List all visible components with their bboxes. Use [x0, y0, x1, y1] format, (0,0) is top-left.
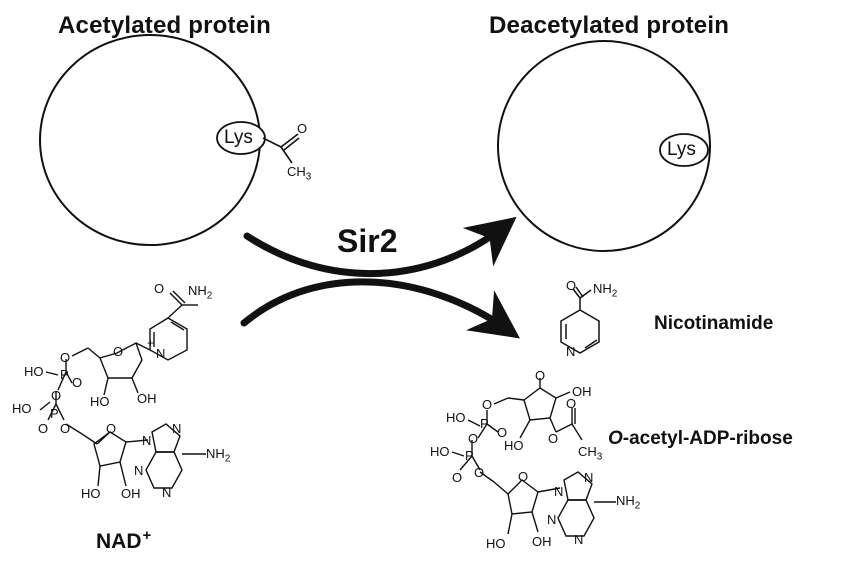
lys-oval-acetylated [216, 121, 266, 155]
nicotinamide-structure [560, 286, 600, 354]
nad-ring1-o: O [113, 344, 124, 359]
nad-adenine-n-c: N [134, 463, 144, 478]
nad-p1-p: P [60, 367, 69, 382]
acetyl-methyl-label: CH3 [287, 164, 312, 183]
nad-adenine-n-b: N [172, 421, 182, 436]
oaadpr-bridge-o1: O [482, 397, 493, 412]
deacetylated-protein-circle [497, 40, 711, 252]
nicotinamide-nh2: NH2 [593, 281, 618, 300]
oaadpr-structure [451, 378, 616, 537]
nad-adenine-n-d: N [162, 485, 172, 500]
upper-reaction-arrow [243, 216, 517, 277]
oaadpr-bridge-o2: O [468, 431, 479, 446]
oaadpr-anomeric-oh: OH [572, 384, 592, 399]
oaadpr-label: O-acetyl-ADP-ribose [608, 428, 793, 449]
nicotinamide-carbonyl-o: O [566, 278, 577, 293]
oaadpr-p1-ho: HO [446, 410, 466, 425]
nad-label: NAD+ [96, 527, 152, 553]
oaadpr-ho-a: HO [486, 536, 506, 551]
nad-bridge-o1: O [60, 350, 71, 365]
nad-amide-o: O [154, 281, 165, 296]
lys-label-acetylated: Lys [224, 127, 253, 148]
nad-bridge-o3: O [60, 421, 71, 436]
nad-pyridinium-n: N [156, 346, 166, 361]
lys-oval-deacetylated [659, 133, 709, 167]
nad-adenine-nh2: NH2 [206, 446, 231, 465]
oaadpr-p1-p: P [480, 416, 489, 431]
nad-p1-o: O [72, 375, 83, 390]
nad-p1-ho: HO [24, 364, 44, 379]
oaadpr-methyl: CH3 [578, 444, 603, 463]
nad-adenine-n-a: N [142, 433, 152, 448]
oaadpr-ester-o: O [548, 431, 559, 446]
nad-ring2-o: O [106, 421, 117, 436]
oaadpr-p2-ho: HO [430, 444, 450, 459]
nicotinamide-ring-n: N [566, 344, 576, 359]
nad-bridge-o2: O [51, 388, 62, 403]
nad-pyridinium-charge: + [147, 336, 155, 350]
oaadpr-oh-a: OH [532, 534, 552, 549]
nad-p2-p: P [50, 406, 59, 421]
oaadpr-p2-o: O [452, 470, 463, 485]
nad-oh-1: OH [137, 391, 157, 406]
nad-ho-1: HO [90, 394, 110, 409]
nad-amide-nh2: NH2 [188, 283, 213, 302]
oaadpr-carbonyl-o: O [566, 396, 577, 411]
acetyl-group-bonds [262, 133, 300, 164]
lower-reaction-arrow [240, 278, 521, 339]
oaadpr-adenine-nh2: NH2 [616, 493, 641, 512]
oaadpr-ho-2: HO [504, 438, 524, 453]
deacetylated-protein-title: Deacetylated protein [489, 12, 730, 39]
lys-label-deacetylated: Lys [667, 139, 696, 160]
acetyl-oxygen-label: O [297, 121, 308, 136]
oaadpr-adenine-n-c: N [547, 512, 557, 527]
nad-p2-ho: HO [12, 401, 32, 416]
oaadpr-adenine-n-d: N [574, 532, 584, 547]
oaadpr-ring-o: O [535, 368, 546, 383]
oaadpr-p1-o: O [497, 425, 508, 440]
nad-p2-o: O [38, 421, 49, 436]
enzyme-label: Sir2 [337, 223, 398, 259]
nad-oh-2: OH [121, 486, 141, 501]
nad-structure [39, 290, 206, 489]
oaadpr-bridge-o3: O [474, 465, 485, 480]
acetylated-protein-title: Acetylated protein [58, 12, 271, 39]
oaadpr-p2-p: P [465, 448, 474, 463]
nicotinamide-label: Nicotinamide [654, 313, 774, 334]
oaadpr-ribose-o: O [518, 469, 529, 484]
oaadpr-adenine-n-b: N [584, 470, 594, 485]
oaadpr-adenine-n-a: N [554, 484, 564, 499]
nad-ho-2: HO [81, 486, 101, 501]
